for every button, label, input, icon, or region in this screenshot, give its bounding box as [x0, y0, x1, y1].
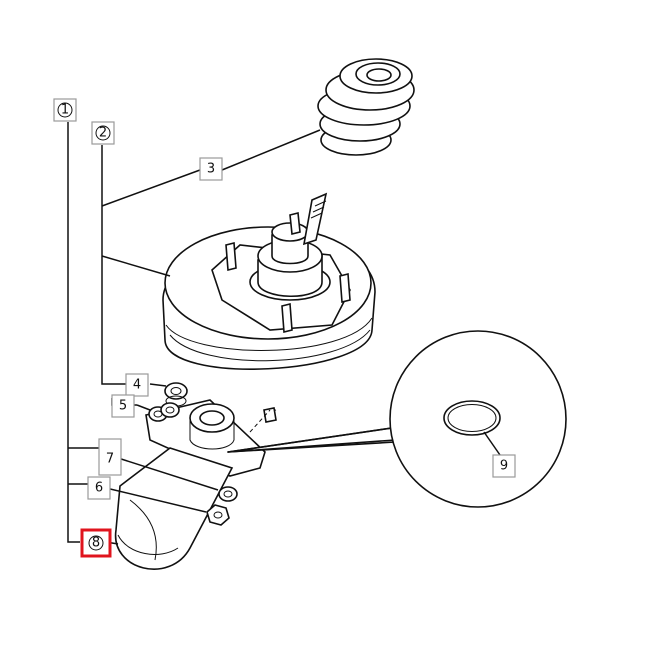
callout-4: 4 [125, 373, 149, 397]
grommet-5 [148, 402, 180, 422]
svg-text:2: 2 [99, 126, 107, 141]
svg-text:3: 3 [207, 162, 215, 177]
grommet-4 [164, 382, 188, 407]
washer-7 [218, 486, 238, 502]
nut-6 [206, 504, 230, 526]
callout-3: 3 [199, 157, 223, 181]
svg-text:9: 9 [500, 459, 508, 474]
o-ring-detail-view [227, 330, 567, 508]
callout-1: 1 [53, 98, 77, 122]
callout-8-highlighted[interactable]: 8 [80, 528, 112, 558]
callout-6: 6 [87, 476, 111, 500]
svg-text:8: 8 [92, 536, 100, 551]
svg-text:4: 4 [133, 378, 141, 393]
callout-5: 5 [111, 394, 135, 418]
svg-text:5: 5 [119, 399, 127, 414]
master-cylinder [114, 399, 271, 570]
callout-9: 9 [492, 454, 516, 478]
svg-text:6: 6 [95, 481, 103, 496]
callout-2: 2 [91, 121, 115, 145]
svg-text:7: 7 [106, 452, 114, 467]
callout-7: 7 [98, 438, 122, 476]
bellows-boot [317, 58, 415, 156]
svg-text:1: 1 [61, 103, 69, 118]
brake-booster [162, 192, 376, 423]
